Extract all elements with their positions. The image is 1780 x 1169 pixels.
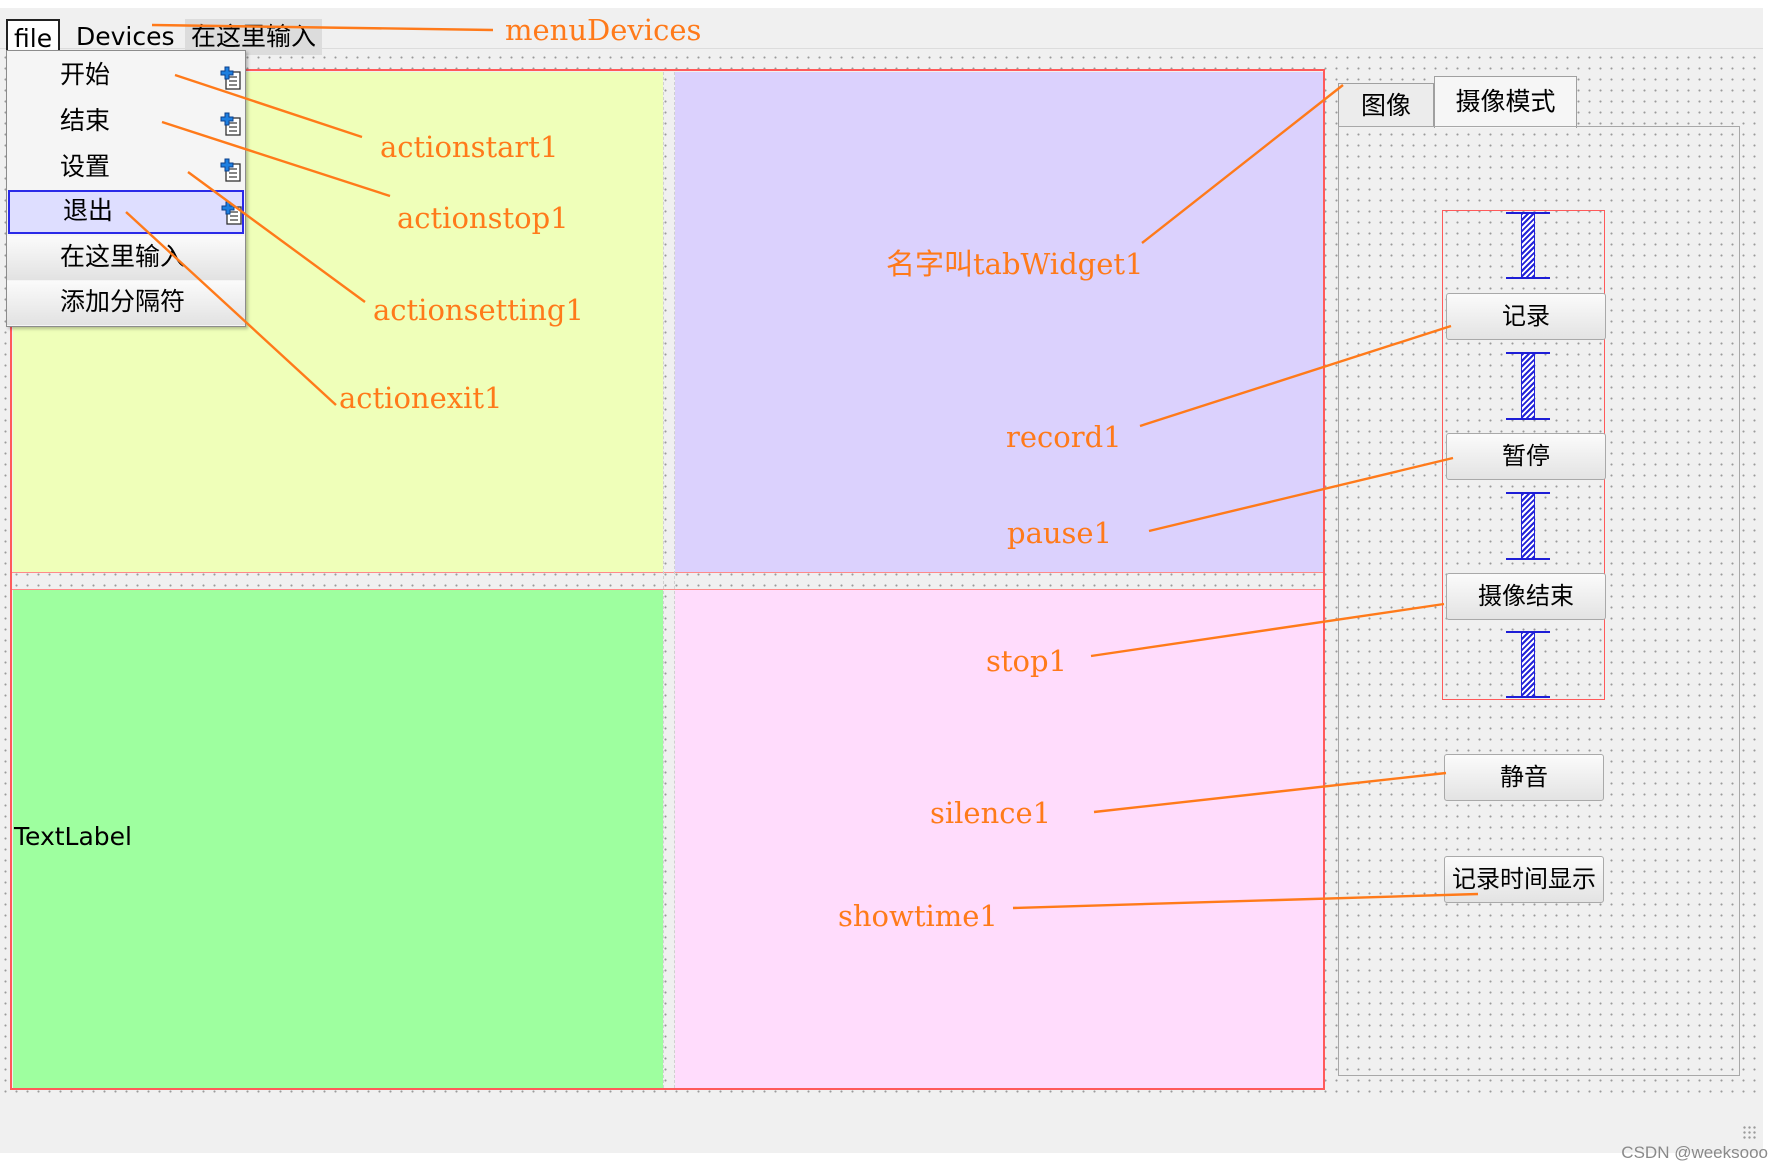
- annotation-label: actionexit1: [339, 381, 503, 415]
- text-label: TextLabel: [14, 822, 133, 851]
- annotation-label: actionsetting1: [373, 293, 584, 327]
- menu-item-settings[interactable]: 设置: [7, 146, 245, 190]
- annotation-label: pause1: [1007, 516, 1112, 550]
- menu-item-type-here[interactable]: 在这里输入: [7, 236, 245, 280]
- vertical-spacer-icon: [1506, 352, 1550, 420]
- stop-recording-button[interactable]: 摄像结束: [1446, 573, 1606, 620]
- tab-image[interactable]: 图像: [1338, 83, 1434, 127]
- annotation-line: [151, 23, 494, 32]
- action-icon: [221, 201, 242, 225]
- action-icon: [220, 112, 241, 136]
- tab-camera-mode[interactable]: 摄像模式: [1434, 76, 1577, 128]
- annotation-line: [1139, 324, 1452, 428]
- action-icon: [220, 66, 241, 90]
- status-area: [0, 1100, 1763, 1153]
- annotation-label: silence1: [930, 796, 1051, 830]
- vertical-spacer-icon: [1506, 492, 1550, 560]
- menu-item-label: 结束: [60, 106, 111, 135]
- vertical-splitter[interactable]: [663, 72, 675, 1088]
- annotation-line: [161, 120, 391, 198]
- pause-button[interactable]: 暂停: [1446, 433, 1606, 480]
- watermark: CSDN @weeksooo: [1621, 1143, 1768, 1162]
- annotation-line: [1012, 892, 1479, 910]
- menu-item-stop[interactable]: 结束: [7, 100, 245, 144]
- central-layout-frame: [10, 69, 1325, 1090]
- tab-widget-page: [1338, 126, 1740, 1076]
- menu-item-label: 添加分隔符: [60, 287, 186, 316]
- annotation-label: 名字叫tabWidget1: [886, 247, 1143, 281]
- menu-item-add-separator[interactable]: 添加分隔符: [7, 281, 245, 325]
- menu-devices[interactable]: Devices: [76, 22, 175, 51]
- annotation-label: showtime1: [838, 899, 998, 933]
- annotation-label: record1: [1006, 420, 1122, 454]
- annotation-line: [1148, 456, 1454, 533]
- record-button[interactable]: 记录: [1446, 293, 1606, 340]
- show-time-button[interactable]: 记录时间显示: [1444, 856, 1604, 903]
- annotation-label: menuDevices: [505, 13, 701, 47]
- menu-item-label: 设置: [60, 152, 111, 181]
- pane-top-right: [675, 72, 1323, 572]
- vertical-spacer-icon: [1506, 631, 1550, 698]
- menu-item-label: 退出: [63, 196, 114, 225]
- resize-grip-icon[interactable]: [1742, 1125, 1758, 1141]
- annotation-lines: [125, 23, 1479, 910]
- pane-bottom-left: [13, 590, 663, 1088]
- annotation-line: [174, 73, 363, 139]
- annotation-line: [1093, 771, 1447, 814]
- horizontal-splitter[interactable]: [12, 572, 1324, 590]
- menu-item-start[interactable]: 开始: [7, 54, 245, 98]
- annotation-line: [1090, 602, 1445, 658]
- vertical-spacer-icon: [1506, 212, 1550, 279]
- annotation-label: actionstart1: [380, 130, 558, 164]
- annotation-line: [187, 171, 366, 303]
- annotation-label: stop1: [986, 644, 1067, 678]
- action-icon: [220, 158, 241, 182]
- mute-button[interactable]: 静音: [1444, 754, 1604, 801]
- annotation-line: [125, 211, 337, 406]
- annotation-label: actionstop1: [397, 201, 569, 235]
- annotation-line: [1141, 84, 1344, 244]
- menu-item-label: 开始: [60, 60, 111, 89]
- menu-file[interactable]: file: [6, 19, 61, 55]
- pane-bottom-right: [675, 590, 1323, 1088]
